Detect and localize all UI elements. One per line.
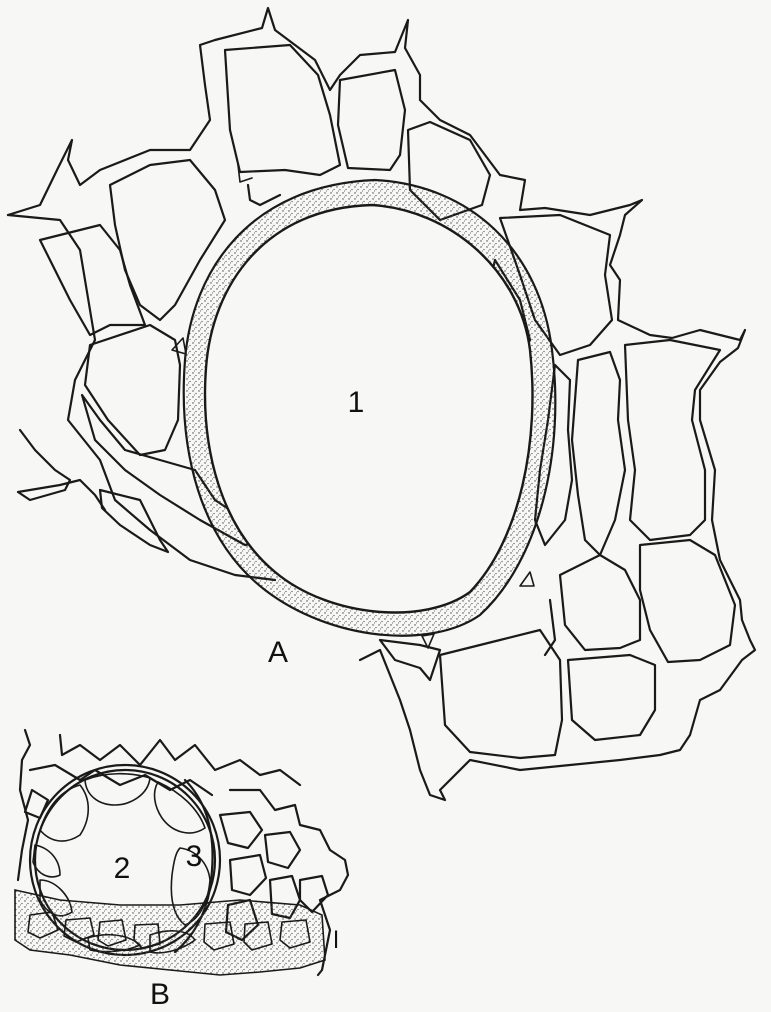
panel-b-layer-label: l xyxy=(333,927,338,954)
panel-b-lower-layer xyxy=(15,890,325,975)
panel-b-cavity-label: 2 xyxy=(114,852,131,885)
panel-a: 1 A xyxy=(8,8,755,800)
panel-a-cell-label: 1 xyxy=(348,386,365,419)
panel-b-label: B xyxy=(150,978,170,1011)
panel-b-sheath-label: 3 xyxy=(186,840,203,873)
panel-a-cell-lumen xyxy=(205,205,532,612)
panel-b: 2 3 l B xyxy=(15,730,348,1011)
panel-a-label: A xyxy=(268,636,288,669)
